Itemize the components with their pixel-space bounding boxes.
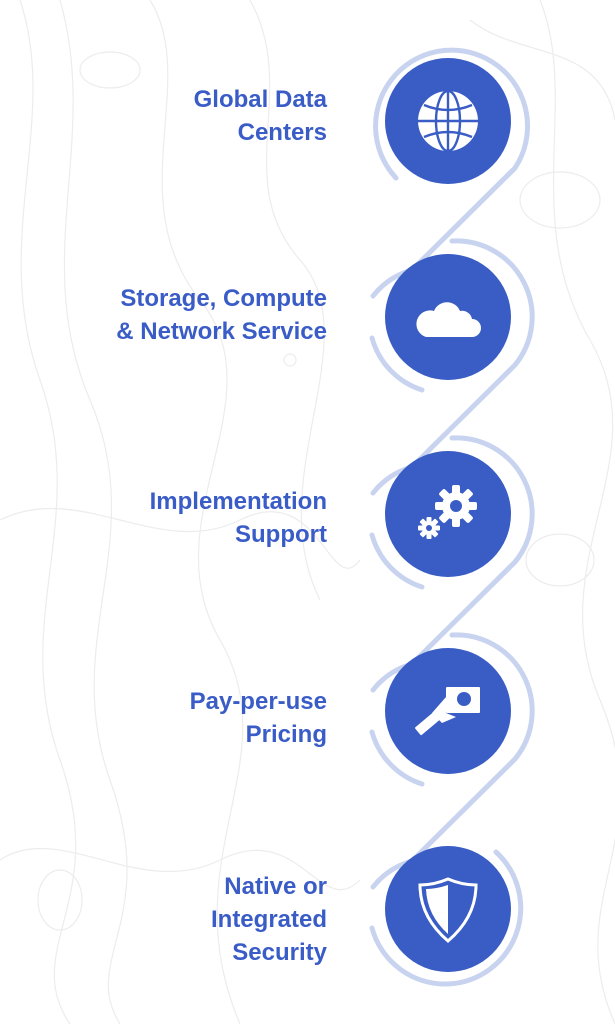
step-icon-circle	[385, 846, 511, 972]
step-label: Native or Integrated Security	[210, 873, 327, 966]
step-label: Storage, Compute & Network Service	[116, 285, 327, 345]
step-icon-circle	[385, 451, 511, 577]
step-icon-circle	[385, 254, 511, 380]
hand-card-icon	[415, 687, 480, 736]
step-icon-circle	[385, 648, 511, 774]
gears-icon	[418, 485, 477, 539]
globe-icon	[418, 89, 478, 153]
step-icon-circle	[385, 58, 511, 184]
step-label: Implementation Support	[149, 488, 327, 548]
step-label: Pay-per-use Pricing	[189, 688, 327, 748]
step-label: Global Data Centers	[193, 86, 327, 146]
cloud-icon	[416, 302, 481, 337]
shield-icon	[418, 877, 478, 943]
